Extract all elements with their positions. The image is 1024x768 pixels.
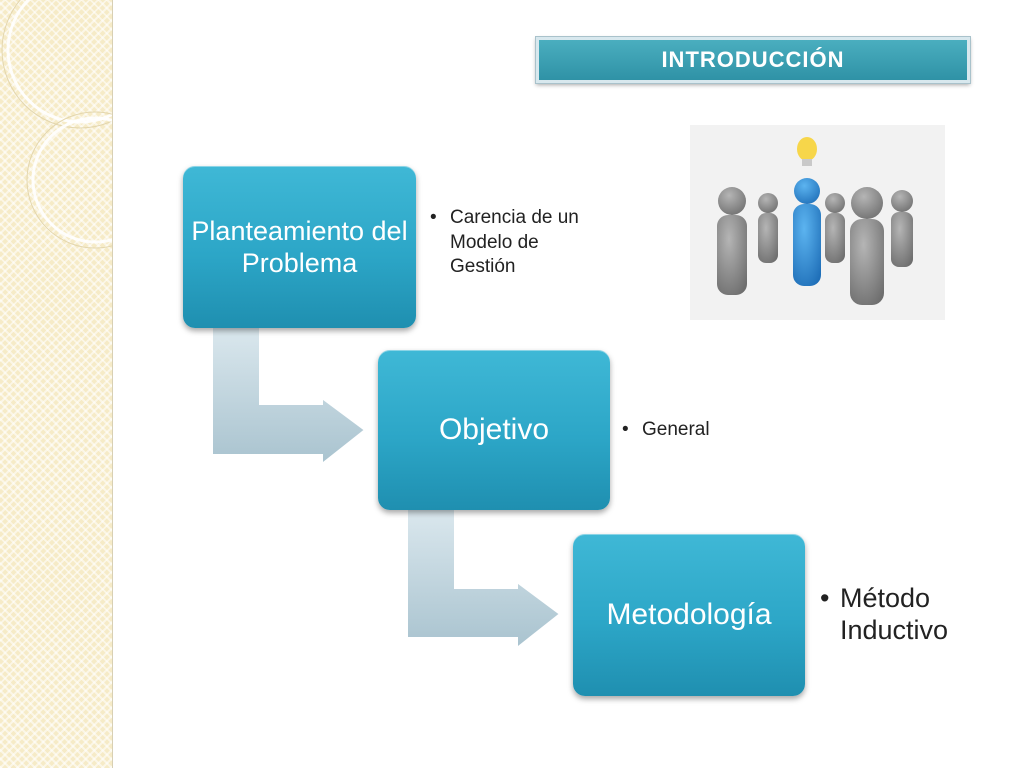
lightbulb-icon	[797, 137, 817, 166]
step-label: Metodología	[606, 598, 772, 631]
decorative-side-band	[0, 0, 113, 768]
step-label: Objetivo	[438, 413, 550, 446]
step-box-metodologia: Metodología	[573, 534, 805, 696]
connector-arrow-2	[406, 507, 562, 651]
bullet-item: Carencia de un Modelo de Gestión	[430, 206, 580, 280]
step-box-objetivo: Objetivo	[378, 350, 610, 510]
bullet-item: Método Inductivo	[820, 582, 1000, 647]
slide-title: INTRODUCCIÓN	[535, 36, 971, 84]
connector-arrow-1	[211, 324, 367, 467]
step-box-planteamiento: Planteamiento del Problema	[183, 166, 416, 328]
people-with-lightbulb-icon	[690, 125, 945, 320]
highlighted-person-icon	[793, 178, 821, 286]
slide-title-text: INTRODUCCIÓN	[661, 47, 845, 72]
step-bullets-metodologia: Método Inductivo	[820, 582, 1000, 647]
step-bullets-planteamiento: Carencia de un Modelo de Gestión	[430, 206, 580, 280]
step-bullets-objetivo: General	[622, 419, 772, 441]
step-label: Planteamiento del Problema	[191, 215, 408, 278]
decorative-circles	[1, 0, 112, 249]
bullet-item: General	[622, 419, 772, 441]
